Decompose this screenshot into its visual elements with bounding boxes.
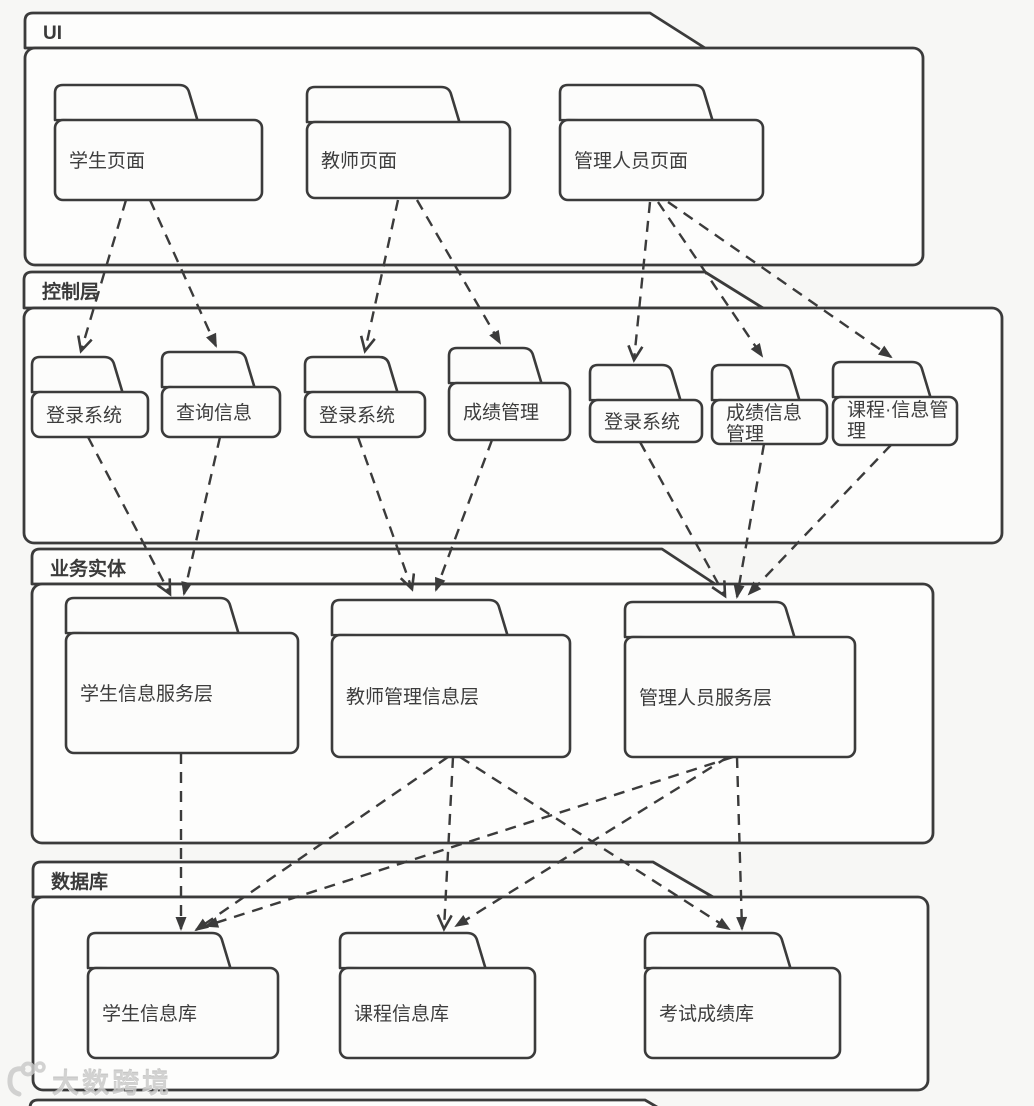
folder-body [53,118,264,202]
folder-label: 登录系统 [46,405,122,427]
folder-body [643,966,842,1060]
folder-body [558,118,765,202]
dependency-arrow-login-system-student-to-student-info-service-layer [86,436,170,594]
dependency-arrow-login-system-admin-to-admin-service-layer [638,441,725,596]
folder-label: 登录系统 [604,411,680,433]
dependency-arrow-query-info-to-student-info-service-layer [181,436,222,596]
folder-tab [30,355,125,396]
folder-label: 理 [847,421,866,442]
folder-body [160,385,282,439]
layer-tab [28,1098,659,1106]
folder-tab [160,350,257,391]
folder-label: 考试成绩库 [659,1003,754,1025]
folder-label: 管理人员页面 [574,150,688,172]
package-grade-management: 成绩管理 [447,346,572,442]
folder-tab [338,931,488,972]
folder-tab [447,346,544,387]
folder-label: 查询信息 [176,402,252,424]
package-login-system-teacher: 登录系统 [303,355,427,439]
package-query-info: 查询信息 [160,350,282,439]
folder-tab [710,363,802,404]
layer-tab [23,11,707,50]
package-admin-service-layer: 管理人员服务层 [623,600,857,759]
dependency-arrow-teacher-page-to-login-system-teacher [365,199,400,351]
folder-label: 学生页面 [69,150,145,172]
folder-label: 管理 [726,423,764,445]
package-exam-grade-db: 考试成绩库 [643,931,842,1060]
folder-body [588,398,704,444]
dependency-arrow-admin-service-layer-to-course-info-db [454,755,729,928]
package-course-info-db: 课程信息库 [338,931,537,1060]
layer-tab [30,547,717,586]
package-teacher-page: 教师页面 [305,85,512,200]
package-login-system-student: 登录系统 [30,355,150,439]
folder-body [710,398,829,446]
dependency-arrow-login-system-teacher-to-teacher-management-info-layer [356,436,412,589]
folder-tab [53,83,200,124]
folder-label: 学生信息库 [102,1003,197,1025]
layer-label: 数据库 [51,870,108,893]
folder-body [303,390,427,439]
folder-tab [330,598,510,639]
dependency-arrow-teacher-management-info-layer-to-student-info-db [194,756,449,932]
dependency-arrow-teacher-management-info-layer-to-exam-grade-db [459,755,731,931]
package-student-info-db: 学生信息库 [86,931,280,1060]
package-student-page: 学生页面 [53,83,264,202]
folder-label: 管理人员服务层 [639,687,772,709]
folder-tab [305,85,462,126]
layer-tab [22,270,765,310]
package-student-info-service-layer: 学生信息服务层 [64,596,300,755]
folder-tab [831,360,933,401]
folder-body [305,120,512,200]
dependency-arrow-student-page-to-login-system-student [81,199,128,351]
folder-tab [86,931,233,972]
folder-label: 教师页面 [321,150,397,172]
folder-label: 成绩信息 [726,402,802,424]
layer-label: UI [43,23,62,44]
layer-tab [31,860,715,899]
dependency-arrow-course-info-management-to-admin-service-layer [747,444,892,596]
dependency-arrow-admin-page-to-course-info-management [667,201,893,359]
dependency-arrow-admin-service-layer-to-exam-grade-db [735,756,748,931]
dependency-arrow-grade-management-to-teacher-management-info-layer [434,439,494,592]
dependency-arrows [81,199,893,932]
folder-tab [303,355,400,396]
dependency-arrow-admin-page-to-login-system-admin [634,201,652,360]
dependency-arrow-admin-page-to-grade-info-management [657,201,764,358]
layer-package-bottom-partial [28,1098,659,1106]
folder-label: 学生信息服务层 [80,683,213,705]
layer-label: 业务实体 [50,557,127,580]
folder-label: 课程信息库 [354,1003,449,1025]
folder-label: 课程·信息管 [847,399,948,421]
folder-body [831,395,959,447]
folder-label: 教师管理信息层 [346,686,479,708]
folder-tab [558,83,715,124]
package-folders: 学生页面教师页面管理人员页面登录系统查询信息登录系统成绩管理登录系统成绩信息管理… [30,83,959,1060]
layer-label: 控制层 [42,280,99,303]
folder-body [623,635,857,759]
dependency-arrow-teacher-page-to-grade-management [415,199,502,345]
folder-tab [643,931,793,972]
folder-label: 登录系统 [319,405,395,427]
folder-tab [588,363,683,404]
dependency-arrow-admin-service-layer-to-student-info-db [204,755,734,928]
package-teacher-management-info-layer: 教师管理信息层 [330,598,572,759]
package-login-system-admin: 登录系统 [588,363,704,444]
dependency-arrow-grade-info-management-to-admin-service-layer [733,443,766,599]
folder-body [330,633,572,759]
folder-body [86,966,280,1060]
package-admin-page: 管理人员页面 [558,83,765,202]
dependency-arrow-teacher-management-info-layer-to-course-info-db [444,756,455,929]
folder-tab [623,600,797,641]
folder-body [447,381,572,442]
folder-body [338,966,537,1060]
dependency-arrow-student-page-to-query-info [148,199,218,348]
folder-body [30,390,150,439]
folder-label: 成绩管理 [463,402,539,424]
folder-tab [64,596,241,637]
